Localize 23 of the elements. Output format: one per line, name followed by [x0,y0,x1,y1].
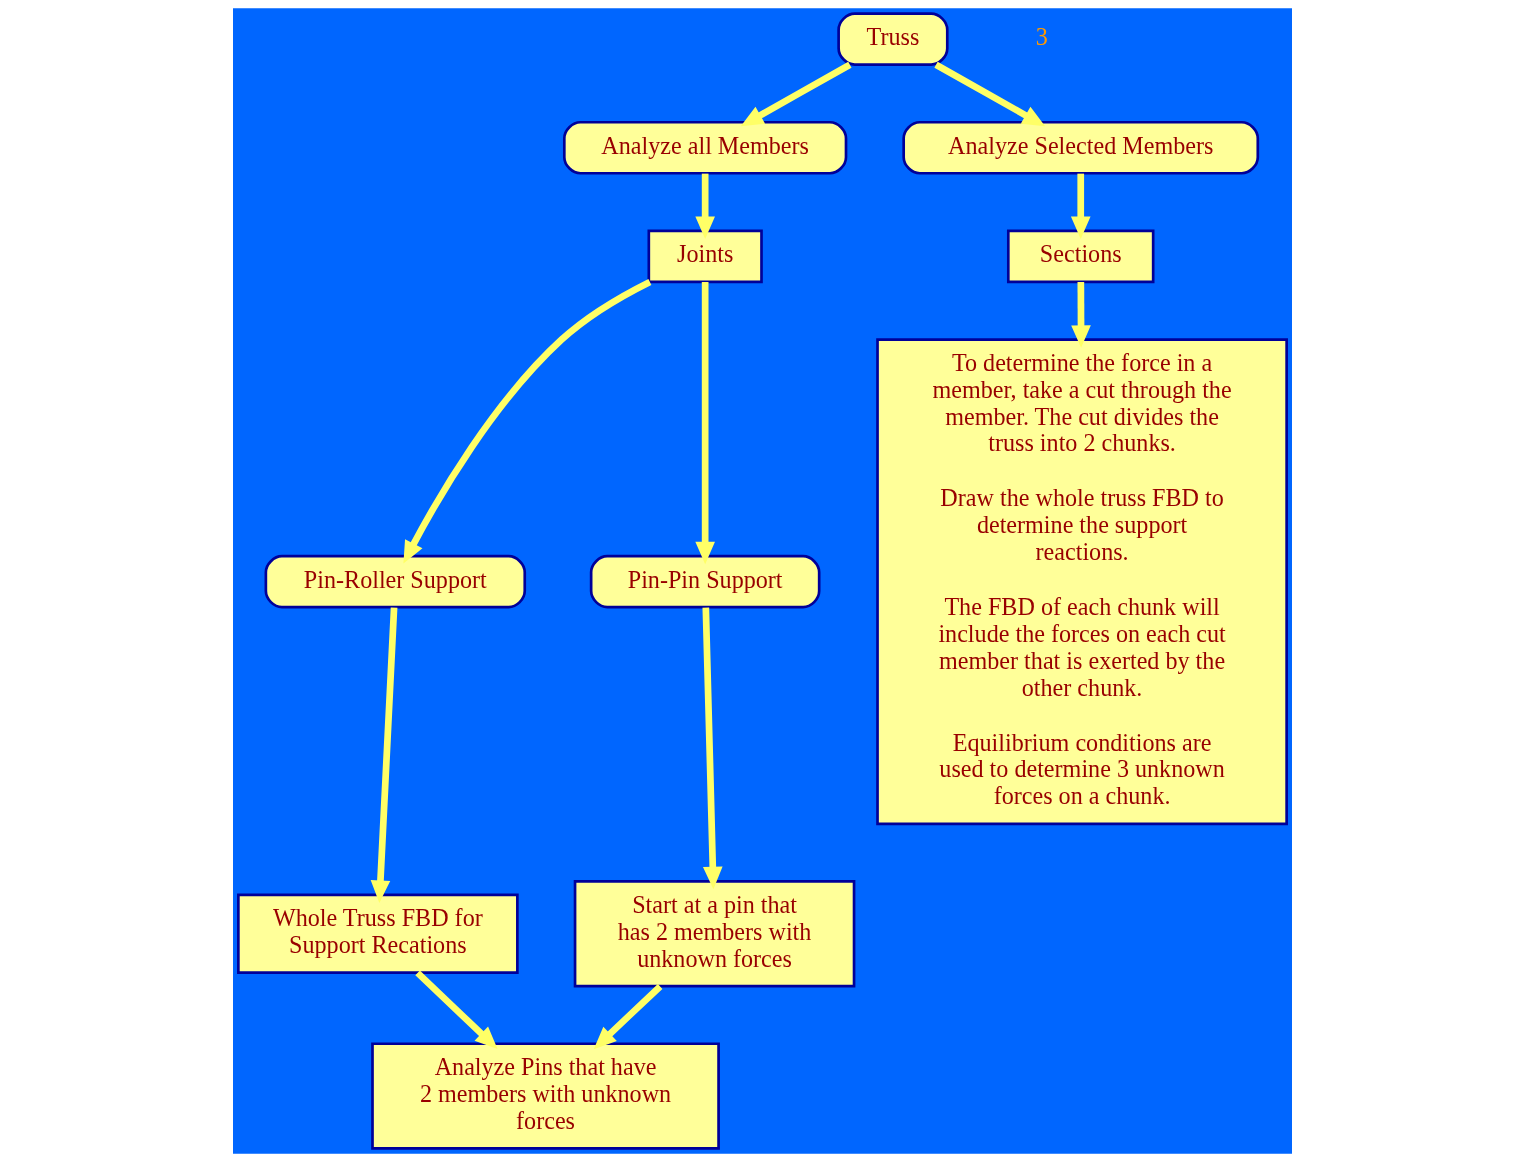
node-box: Analyze all Members [562,120,847,175]
arrow [933,61,1045,127]
arrow [370,607,397,903]
label: 3 [1035,22,1048,50]
node-box: Analyze Selected Members [901,120,1259,175]
arrow [1070,281,1091,348]
arrow [694,282,715,565]
arrow [1070,173,1091,239]
node-box: Joints [647,229,763,284]
node-box: Whole Truss FBD for Support Recations [236,893,519,974]
node-box: Analyze Pins that have 2 members with unknown forces [370,1042,720,1150]
arrow [694,173,715,239]
node-box: Pin-Pin Support [589,554,820,609]
arrow [740,61,851,127]
node-box: To determine the force in a member, take a cut through the member. The cut divides the truss into 2 chunks. Draw the whole truss FBD to determine the support reactions. The FBD of each chunk will include the forces on each cut member that is exerted by the other chunk. Equilibrium conditions are used to determine 3 unknown forces on a chunk. [875,338,1288,826]
node-box: Truss [836,12,949,66]
node-box: Sections [1006,229,1154,284]
node-box: Start at a pin that has 2 members with unknown forces [573,880,855,988]
arrow [593,984,662,1050]
arrow [414,970,498,1050]
node-box: Pin-Roller Support [264,554,526,609]
arrow [402,278,651,564]
arrow [701,607,723,890]
